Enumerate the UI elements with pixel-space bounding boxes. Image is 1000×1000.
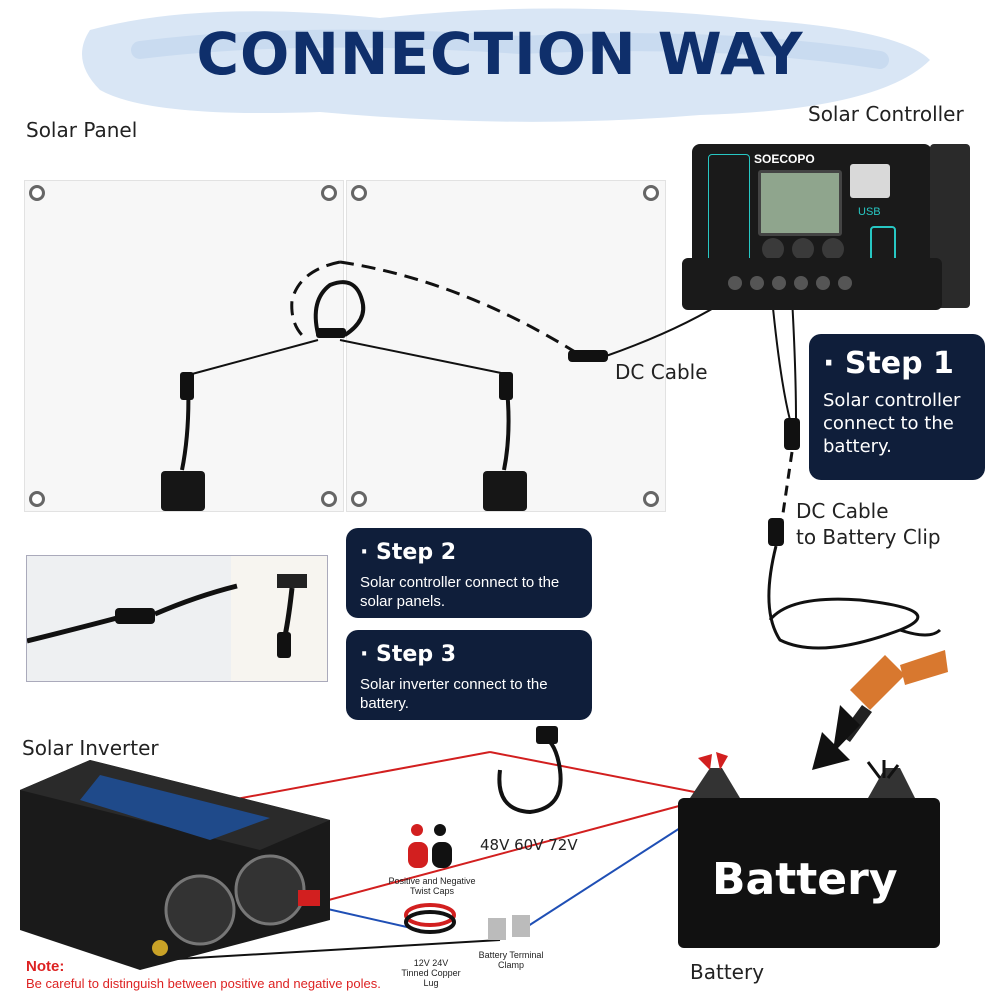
terminal-screw — [838, 276, 852, 290]
voltage-label: 48V 60V 72V — [480, 836, 578, 854]
mount-hole — [351, 185, 367, 201]
note-title: Note: — [26, 958, 65, 975]
usb-ports-icon — [850, 164, 890, 198]
solar-inverter-label: Solar Inverter — [22, 736, 159, 760]
terminal-clamp-label: Battery Terminal Clamp — [478, 950, 544, 970]
dc-cable-battery-clip-line2: to Battery Clip — [796, 525, 941, 549]
cable-photo — [26, 555, 328, 682]
step-2-card: · Step 2 Solar controller connect to the… — [346, 528, 592, 618]
solar-controller-label: Solar Controller — [808, 102, 964, 126]
junction-box — [483, 471, 527, 511]
dc-cable-battery-clip-line1: DC Cable — [796, 499, 889, 523]
battery-box-label: Battery — [712, 854, 898, 905]
copper-lug-line2: Tinned Copper Lug — [401, 968, 461, 988]
battery-label: Battery — [690, 960, 765, 984]
terminal-screw — [794, 276, 808, 290]
step-1-text: Solar controller connect to the battery. — [823, 390, 961, 457]
twist-caps-label: Positive and Negative Twist Caps — [388, 876, 476, 896]
mount-hole — [29, 185, 45, 201]
mount-hole — [643, 185, 659, 201]
step-2-title: Step 2 — [376, 540, 457, 565]
mount-hole — [643, 491, 659, 507]
step-1-title: Step 1 — [844, 346, 954, 381]
controller-face: SOECOPO USB — [692, 144, 932, 274]
inverter-svg — [20, 760, 330, 970]
terminal-screw — [728, 276, 742, 290]
dc-cable-label: DC Cable — [615, 360, 708, 384]
mount-hole — [29, 491, 45, 507]
copper-lug-line1: 12V 24V — [413, 958, 449, 968]
mount-hole — [321, 491, 337, 507]
title-brush-background — [82, 8, 930, 122]
solar-inverter — [20, 760, 330, 970]
dc-cable-battery-clip-label: DC Cable to Battery Clip — [796, 498, 941, 550]
mount-hole — [351, 491, 367, 507]
solar-panel-label: Solar Panel — [26, 118, 138, 142]
step-3-title: Step 3 — [376, 642, 457, 667]
note-text: Be careful to distinguish between positi… — [26, 976, 381, 991]
step-1-card: · Step 1 Solar controller connect to the… — [809, 334, 985, 480]
terminal-screw — [772, 276, 786, 290]
menu-button[interactable] — [762, 238, 784, 260]
terminal-screw — [750, 276, 764, 290]
down-button[interactable] — [822, 238, 844, 260]
solar-controller: SOECOPO USB — [680, 140, 972, 310]
lcd-screen — [758, 170, 842, 236]
usb-label: USB — [858, 206, 881, 218]
up-button[interactable] — [792, 238, 814, 260]
terminal-screw — [816, 276, 830, 290]
battery: Battery — [678, 798, 940, 948]
controller-terminal-block — [682, 258, 942, 310]
junction-box — [161, 471, 205, 511]
step-3-card: · Step 3 Solar inverter connect to the b… — [346, 630, 592, 720]
copper-lug-label: 12V 24V Tinned Copper Lug — [394, 958, 468, 988]
page-title: CONNECTION WAY — [196, 20, 804, 88]
mount-hole — [321, 185, 337, 201]
step-2-text: Solar controller connect to the solar pa… — [360, 574, 560, 610]
step-3-text: Solar inverter connect to the battery. — [360, 676, 548, 712]
cable-photo-svg — [27, 556, 327, 681]
controller-brand: SOECOPO — [754, 152, 815, 166]
